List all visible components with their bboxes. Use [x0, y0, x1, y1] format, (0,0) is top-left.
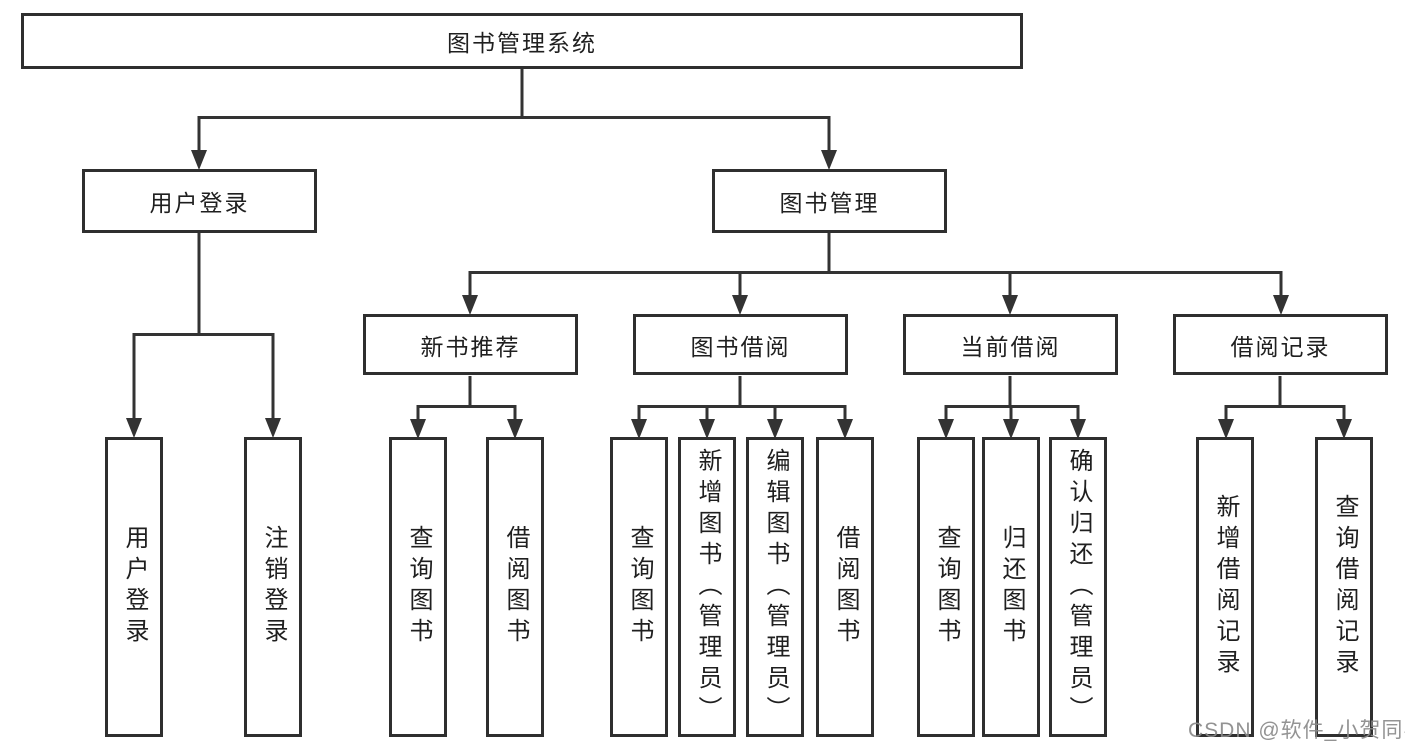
leaf-return-books: 归还图书 [982, 437, 1040, 737]
leaf-query-books-recommend: 查询图书 [389, 437, 447, 737]
leaf-add-borrow-record: 新增借阅记录 [1196, 437, 1254, 737]
leaf-confirm-return-admin: 确认归还（管理员） [1049, 437, 1107, 737]
leaf-user-login: 用户登录 [105, 437, 163, 737]
leaf-edit-books-admin: 编辑图书（管理员） [746, 437, 804, 737]
leaf-add-books-admin: 新增图书（管理员） [678, 437, 736, 737]
node-user-login: 用户登录 [82, 169, 317, 233]
leaf-borrow-books-recommend: 借阅图书 [486, 437, 544, 737]
leaf-query-books-current: 查询图书 [917, 437, 975, 737]
node-library-management-system: 图书管理系统 [21, 13, 1023, 69]
leaf-borrow-books: 借阅图书 [816, 437, 874, 737]
leaf-query-books-borrow: 查询图书 [610, 437, 668, 737]
node-borrow-records: 借阅记录 [1173, 314, 1388, 375]
node-book-borrow: 图书借阅 [633, 314, 848, 375]
node-current-borrow: 当前借阅 [903, 314, 1118, 375]
csdn-watermark: CSDN @软件_小贺同学 [1188, 719, 1405, 742]
node-book-management: 图书管理 [712, 169, 947, 233]
leaf-query-borrow-record: 查询借阅记录 [1315, 437, 1373, 737]
node-new-book-recommend: 新书推荐 [363, 314, 578, 375]
leaf-logout: 注销登录 [244, 437, 302, 737]
